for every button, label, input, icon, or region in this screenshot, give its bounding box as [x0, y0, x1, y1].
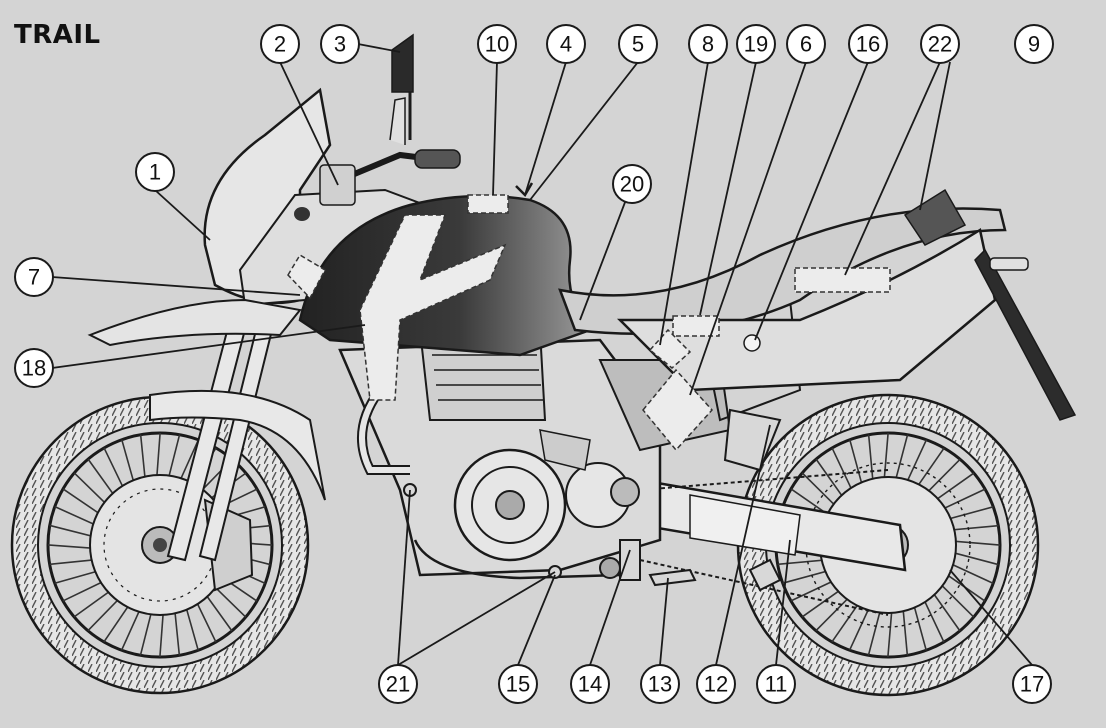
callout-18: 18 — [14, 348, 54, 388]
callout-4: 4 — [546, 24, 586, 64]
callout-11: 11 — [756, 664, 796, 704]
front-beak — [87, 298, 302, 347]
callout-6: 6 — [786, 24, 826, 64]
callout-17-label: 17 — [1020, 672, 1044, 697]
callout-22: 22 — [920, 24, 960, 64]
callout-15: 15 — [498, 664, 538, 704]
engine — [338, 329, 662, 580]
callouts: 1 2 3 10 4 5 8 19 6 16 22 9 20 7 18 21 1… — [14, 24, 1054, 704]
callout-12-label: 12 — [704, 672, 728, 697]
front-fender — [149, 389, 326, 501]
callout-21-label: 21 — [386, 672, 410, 697]
callout-14: 14 — [570, 664, 610, 704]
callout-5: 5 — [618, 24, 658, 64]
callout-14-label: 14 — [578, 672, 602, 697]
callout-6-label: 6 — [800, 32, 812, 57]
hidden-part-outlines — [287, 194, 891, 452]
callout-19-label: 19 — [744, 32, 768, 57]
callout-4-label: 4 — [560, 32, 572, 57]
callout-13: 13 — [640, 664, 680, 704]
callout-22-label: 22 — [928, 32, 952, 57]
callout-10: 10 — [477, 24, 517, 64]
callout-1: 1 — [135, 152, 175, 192]
callout-8: 8 — [688, 24, 728, 64]
handgrip — [414, 149, 461, 169]
callout-19: 19 — [736, 24, 776, 64]
callout-9: 9 — [1014, 24, 1054, 64]
callout-12: 12 — [696, 664, 736, 704]
stands-levers — [403, 483, 782, 592]
rear-rack — [903, 188, 967, 246]
rear-indicator — [989, 257, 1029, 271]
callout-7: 7 — [14, 257, 54, 297]
leader-lines — [51, 43, 1033, 666]
license-plate-holder — [974, 248, 1077, 421]
callout-15-label: 15 — [506, 672, 530, 697]
callout-2-label: 2 — [274, 32, 286, 57]
callout-7-label: 7 — [28, 265, 40, 290]
mirror — [391, 33, 414, 93]
callout-16-label: 16 — [856, 32, 880, 57]
callout-9-label: 9 — [1028, 32, 1040, 57]
front-wheel — [10, 395, 310, 695]
callout-17: 17 — [1012, 664, 1052, 704]
callout-18-label: 18 — [22, 356, 46, 381]
callout-21: 21 — [378, 664, 418, 704]
callout-20: 20 — [612, 164, 652, 204]
callout-1-label: 1 — [149, 160, 161, 185]
callout-2: 2 — [260, 24, 300, 64]
callout-3-label: 3 — [334, 32, 346, 57]
callout-8-label: 8 — [702, 32, 714, 57]
callout-10-label: 10 — [485, 32, 509, 57]
callout-5-label: 5 — [632, 32, 644, 57]
callout-11-label: 11 — [765, 672, 788, 697]
fuel-breather — [743, 334, 761, 352]
callout-3: 3 — [320, 24, 360, 64]
callout-16: 16 — [848, 24, 888, 64]
diagram-title: TRAIL — [14, 20, 101, 50]
callout-13-label: 13 — [648, 672, 672, 697]
callout-20-label: 20 — [620, 172, 644, 197]
